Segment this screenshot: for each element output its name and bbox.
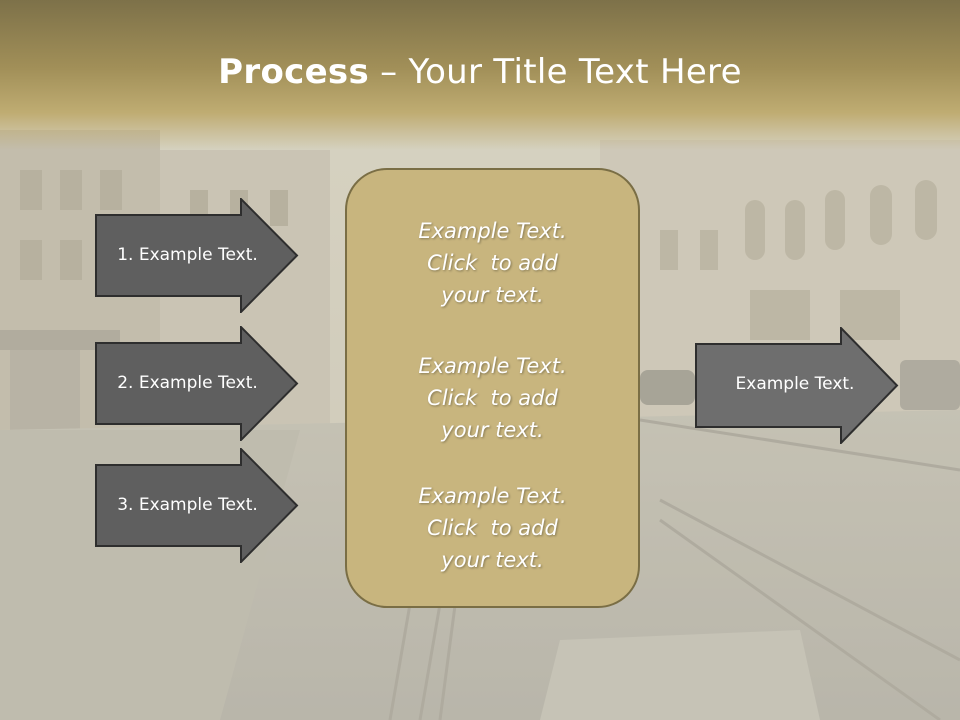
input-arrow-1: 1. Example Text. [95,198,300,313]
input-arrow-2: 2. Example Text. [95,326,300,441]
center-paragraph-1: Example Text. Click to add your text. [347,215,638,311]
input-label-1: 1. Example Text. [117,245,258,265]
title-band [0,0,960,150]
center-process-box: Example Text. Click to add your text. Ex… [345,168,640,608]
input-arrow-3: 3. Example Text. [95,448,300,563]
slide-title: Process – Your Title Text Here [0,52,960,92]
center-line: Example Text. [418,354,567,378]
center-line: Example Text. [418,219,567,243]
center-line: your text. [441,418,544,442]
center-line: Click to add [427,251,558,275]
center-line: Example Text. [418,484,567,508]
input-label-2: 2. Example Text. [117,373,258,393]
center-paragraph-3: Example Text. Click to add your text. [347,480,638,576]
title-bold: Process [218,52,370,92]
center-line: Click to add [427,386,558,410]
center-line: your text. [441,548,544,572]
center-paragraph-2: Example Text. Click to add your text. [347,350,638,446]
output-arrow: Example Text. [695,327,900,444]
output-label: Example Text. [735,374,855,394]
center-line: your text. [441,283,544,307]
title-rest: – Your Title Text Here [369,52,742,92]
center-line: Click to add [427,516,558,540]
input-label-3: 3. Example Text. [117,495,258,515]
